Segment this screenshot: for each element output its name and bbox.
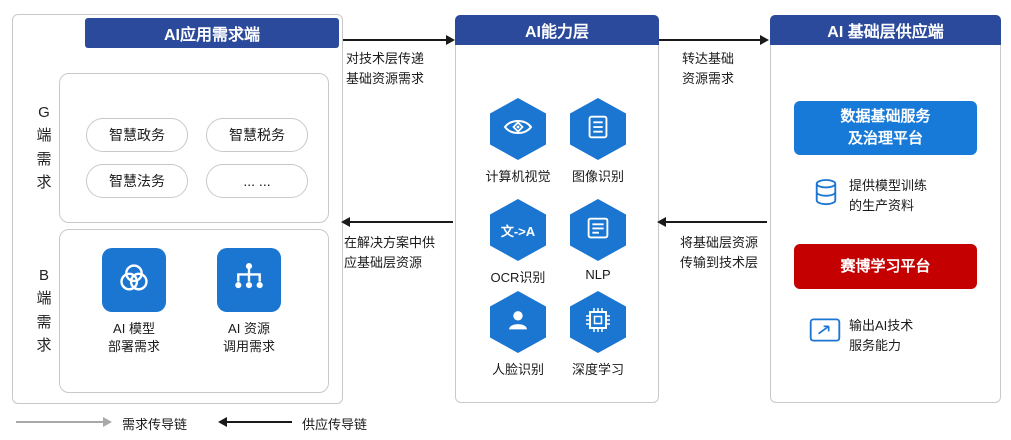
- pill-smart-tax: 智慧税务: [206, 118, 308, 152]
- pill-smart-government: 智慧政务: [86, 118, 188, 152]
- legend-demand-arrow: [16, 417, 112, 427]
- panel-ai-infrastructure-supply: AI 基础层供应端 数据基础服务 及治理平台 提供模型训练 的生产资料 赛博学习…: [770, 15, 1001, 403]
- ai-resource-call-tile: [217, 248, 281, 312]
- image-list-icon: [583, 112, 613, 147]
- arrow-demand-middle-to-right: [659, 35, 769, 45]
- legend-demand-label: 需求传导链: [122, 417, 188, 432]
- deep-learning-hex: [570, 291, 626, 353]
- pill-smart-legal: 智慧法务: [86, 164, 188, 198]
- arrow-demand-left-to-middle-label: 对技术层传递 基础资源需求: [346, 51, 425, 86]
- computer-vision-label: 计算机视觉: [485, 169, 551, 184]
- nlp-label: NLP: [585, 267, 611, 282]
- deep-learning-label: 深度学习: [571, 362, 624, 377]
- legend-supply-arrow: [218, 417, 292, 427]
- image-recognition-hex: [570, 98, 626, 160]
- b-demand-group: AI 模型 部署需求 AI 资源 调用需求: [59, 229, 329, 393]
- ocr-text-icon: 文->A: [500, 223, 536, 239]
- venn-circles-icon: [115, 259, 153, 302]
- cyber-learning-platform-box: 赛博学习平台: [794, 244, 977, 289]
- nlp-hex: [570, 199, 626, 261]
- ai-resource-call-label: AI 资源 调用需求: [222, 321, 275, 355]
- data-platform-box: 数据基础服务 及治理平台: [794, 101, 977, 155]
- database-icon: [813, 178, 839, 213]
- g-demand-group: 智慧政务 智慧税务 智慧法务 ... ...: [59, 73, 329, 223]
- left-panel-header: AI应用需求端: [85, 18, 339, 48]
- legend-supply-label: 供应传导链: [302, 417, 368, 432]
- arrow-demand-left-to-middle: [343, 35, 455, 45]
- b-demand-vertical-label: B端需求: [36, 267, 52, 354]
- pill-ellipsis: ... ...: [206, 164, 308, 198]
- person-icon: [503, 305, 533, 340]
- ai-model-deploy-tile: [102, 248, 166, 312]
- output-window-icon: [809, 318, 841, 347]
- arrow-supply-right-to-middle: [657, 217, 767, 227]
- computer-vision-hex: [490, 98, 546, 160]
- arrow-demand-middle-to-right-label: 转达基础 资源需求: [682, 51, 735, 86]
- face-recognition-hex: [490, 291, 546, 353]
- right-panel-header: AI 基础层供应端: [770, 15, 1001, 45]
- ai-model-deploy-label: AI 模型 部署需求: [107, 321, 160, 355]
- document-icon: [583, 213, 613, 248]
- eye-icon: [502, 111, 534, 148]
- arrow-supply-middle-to-left: [341, 217, 453, 227]
- arrow-supply-right-to-middle-label: 将基础层资源 传输到技术层: [680, 235, 759, 270]
- branch-nodes-icon: [230, 259, 268, 302]
- panel-ai-capability-layer: AI能力层 计算机视觉 图像识别: [455, 15, 659, 403]
- image-recognition-label: 图像识别: [571, 169, 624, 184]
- ocr-hex: 文->A: [490, 199, 546, 261]
- arrow-supply-middle-to-left-label: 在解决方案中供 应基础层资源: [344, 235, 436, 270]
- middle-panel-header: AI能力层: [455, 15, 659, 45]
- g-demand-vertical-label: G端需求: [36, 104, 52, 191]
- data-note-text: 提供模型训练 的生产资料: [849, 178, 928, 213]
- chip-icon: [582, 304, 614, 341]
- ocr-label: OCR识别: [490, 270, 546, 285]
- face-recognition-label: 人脸识别: [491, 362, 544, 377]
- output-note-text: 输出AI技术 服务能力: [849, 318, 914, 353]
- panel-ai-application-demand: AI应用需求端 G端需求 智慧政务 智慧税务 智慧法务 ... ... B端需求: [12, 14, 343, 404]
